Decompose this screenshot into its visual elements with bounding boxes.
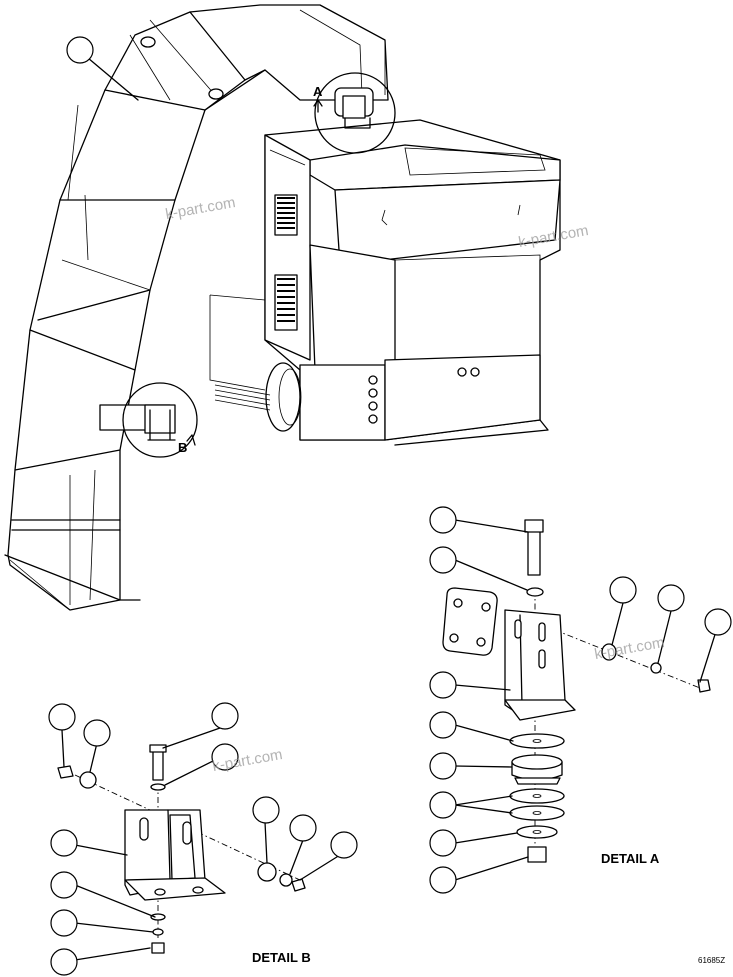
callout-circle — [330, 831, 358, 859]
callout-circle — [66, 36, 94, 64]
callout-circle — [289, 814, 317, 842]
engine-enclosure — [209, 119, 561, 446]
callout-circle — [429, 506, 457, 534]
callout-circle — [50, 948, 78, 976]
callout-circle — [429, 711, 457, 739]
detail-a-label: DETAIL A — [601, 851, 660, 866]
drawing-number: 61685Z — [698, 956, 726, 965]
callout-circle — [429, 546, 457, 574]
callout-circles — [48, 36, 732, 976]
callout-circle — [704, 608, 732, 636]
view-indicator-b — [122, 382, 198, 458]
callout-circle — [429, 671, 457, 699]
view-label-b: B — [178, 440, 188, 455]
callout-circle — [50, 829, 78, 857]
detail-b-assembly — [57, 744, 306, 954]
callout-circle — [609, 576, 637, 604]
callout-circle — [252, 796, 280, 824]
view-indicator-a — [313, 72, 396, 154]
callout-circle — [83, 719, 111, 747]
view-label-a: A — [313, 84, 323, 99]
callout-circle — [657, 584, 685, 612]
callout-circle — [211, 743, 239, 771]
callout-leaders — [61, 57, 719, 961]
callout-circle — [211, 702, 239, 730]
callout-circle — [429, 829, 457, 857]
callout-circle — [48, 703, 76, 731]
callout-circle — [429, 866, 457, 894]
callout-circle — [429, 752, 457, 780]
callout-circle — [429, 791, 457, 819]
callout-circle — [50, 871, 78, 899]
detail-b-label: DETAIL B — [252, 950, 311, 965]
callout-circle — [50, 909, 78, 937]
